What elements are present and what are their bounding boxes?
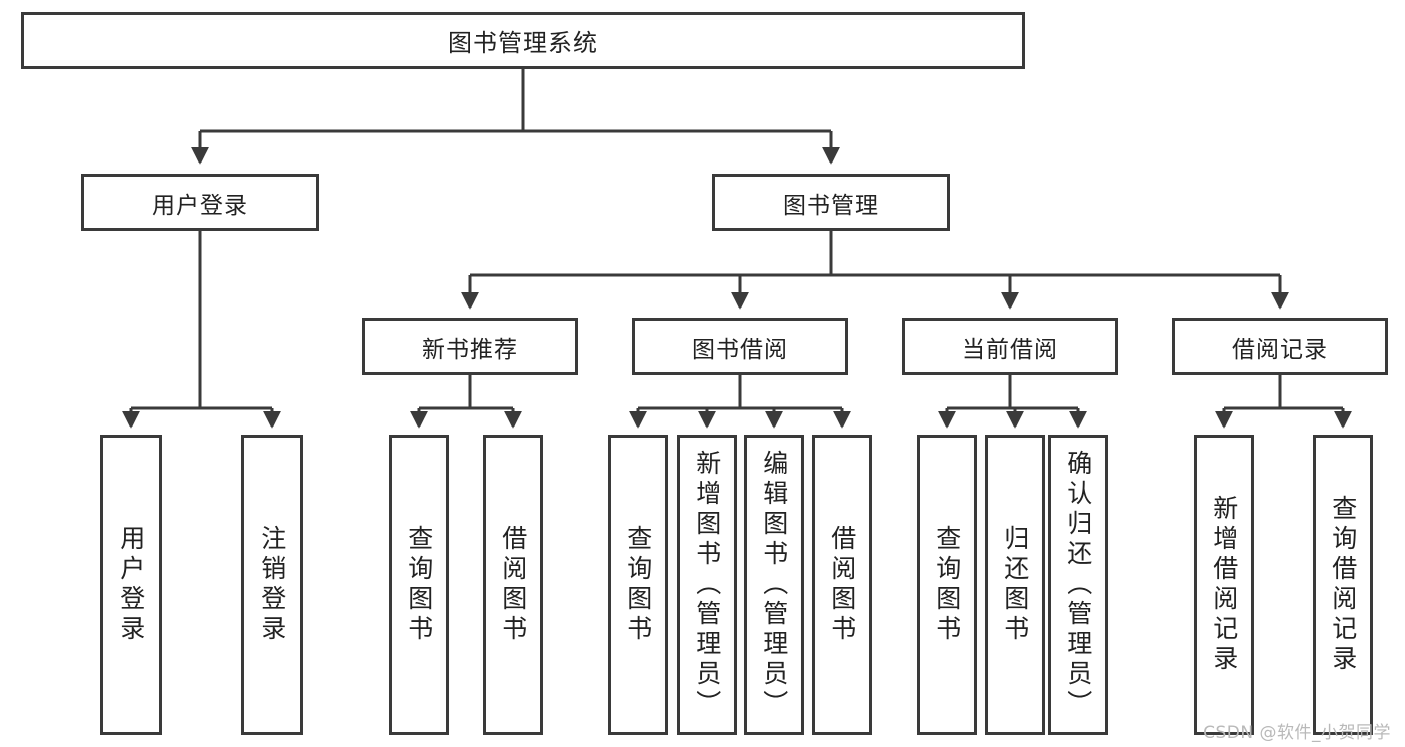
node-new-book-rec-label: 新书推荐	[422, 336, 518, 363]
node-leaf-user-logout[interactable]: 注销登录	[241, 435, 303, 735]
node-leaf-return-book-label: 归还图书	[1000, 525, 1030, 645]
node-book-manage-label: 图书管理	[783, 192, 879, 219]
node-leaf-borrow-book-rec[interactable]: 借阅图书	[483, 435, 543, 735]
node-leaf-user-logout-label: 注销登录	[257, 525, 287, 645]
node-leaf-query-record[interactable]: 查询借阅记录	[1313, 435, 1373, 735]
node-book-borrow-label: 图书借阅	[692, 336, 788, 363]
node-book-manage[interactable]: 图书管理	[712, 174, 950, 231]
node-leaf-query-record-label: 查询借阅记录	[1328, 495, 1358, 675]
node-leaf-confirm-return[interactable]: 确认归还（管理员）	[1048, 435, 1108, 735]
node-root-label: 图书管理系统	[448, 29, 598, 57]
node-leaf-query-book-rec[interactable]: 查询图书	[389, 435, 449, 735]
node-borrow-record-label: 借阅记录	[1232, 336, 1328, 363]
node-leaf-borrow-book-label: 借阅图书	[827, 525, 857, 645]
node-leaf-query-book-label: 查询图书	[623, 525, 653, 645]
node-leaf-add-book-label: 新增图书（管理员）	[692, 450, 722, 720]
node-leaf-user-login[interactable]: 用户登录	[100, 435, 162, 735]
watermark-text: CSDN @软件_小贺同学	[1203, 723, 1391, 743]
node-leaf-query-book-cur[interactable]: 查询图书	[917, 435, 977, 735]
node-leaf-user-login-label: 用户登录	[116, 525, 146, 645]
node-leaf-add-record-label: 新增借阅记录	[1209, 495, 1239, 675]
node-book-borrow[interactable]: 图书借阅	[632, 318, 848, 375]
node-borrow-record[interactable]: 借阅记录	[1172, 318, 1388, 375]
node-leaf-query-book-rec-label: 查询图书	[404, 525, 434, 645]
node-root[interactable]: 图书管理系统	[21, 12, 1025, 69]
node-leaf-edit-book[interactable]: 编辑图书（管理员）	[744, 435, 804, 735]
node-leaf-edit-book-label: 编辑图书（管理员）	[759, 450, 789, 720]
node-leaf-return-book[interactable]: 归还图书	[985, 435, 1045, 735]
node-leaf-borrow-book-rec-label: 借阅图书	[498, 525, 528, 645]
node-leaf-query-book-cur-label: 查询图书	[932, 525, 962, 645]
node-leaf-add-record[interactable]: 新增借阅记录	[1194, 435, 1254, 735]
node-leaf-borrow-book[interactable]: 借阅图书	[812, 435, 872, 735]
node-user-login-label: 用户登录	[152, 192, 248, 219]
node-current-borrow[interactable]: 当前借阅	[902, 318, 1118, 375]
node-leaf-confirm-return-label: 确认归还（管理员）	[1063, 450, 1093, 720]
node-leaf-add-book[interactable]: 新增图书（管理员）	[677, 435, 737, 735]
node-user-login[interactable]: 用户登录	[81, 174, 319, 231]
node-current-borrow-label: 当前借阅	[962, 336, 1058, 363]
node-leaf-query-book[interactable]: 查询图书	[608, 435, 668, 735]
node-new-book-rec[interactable]: 新书推荐	[362, 318, 578, 375]
